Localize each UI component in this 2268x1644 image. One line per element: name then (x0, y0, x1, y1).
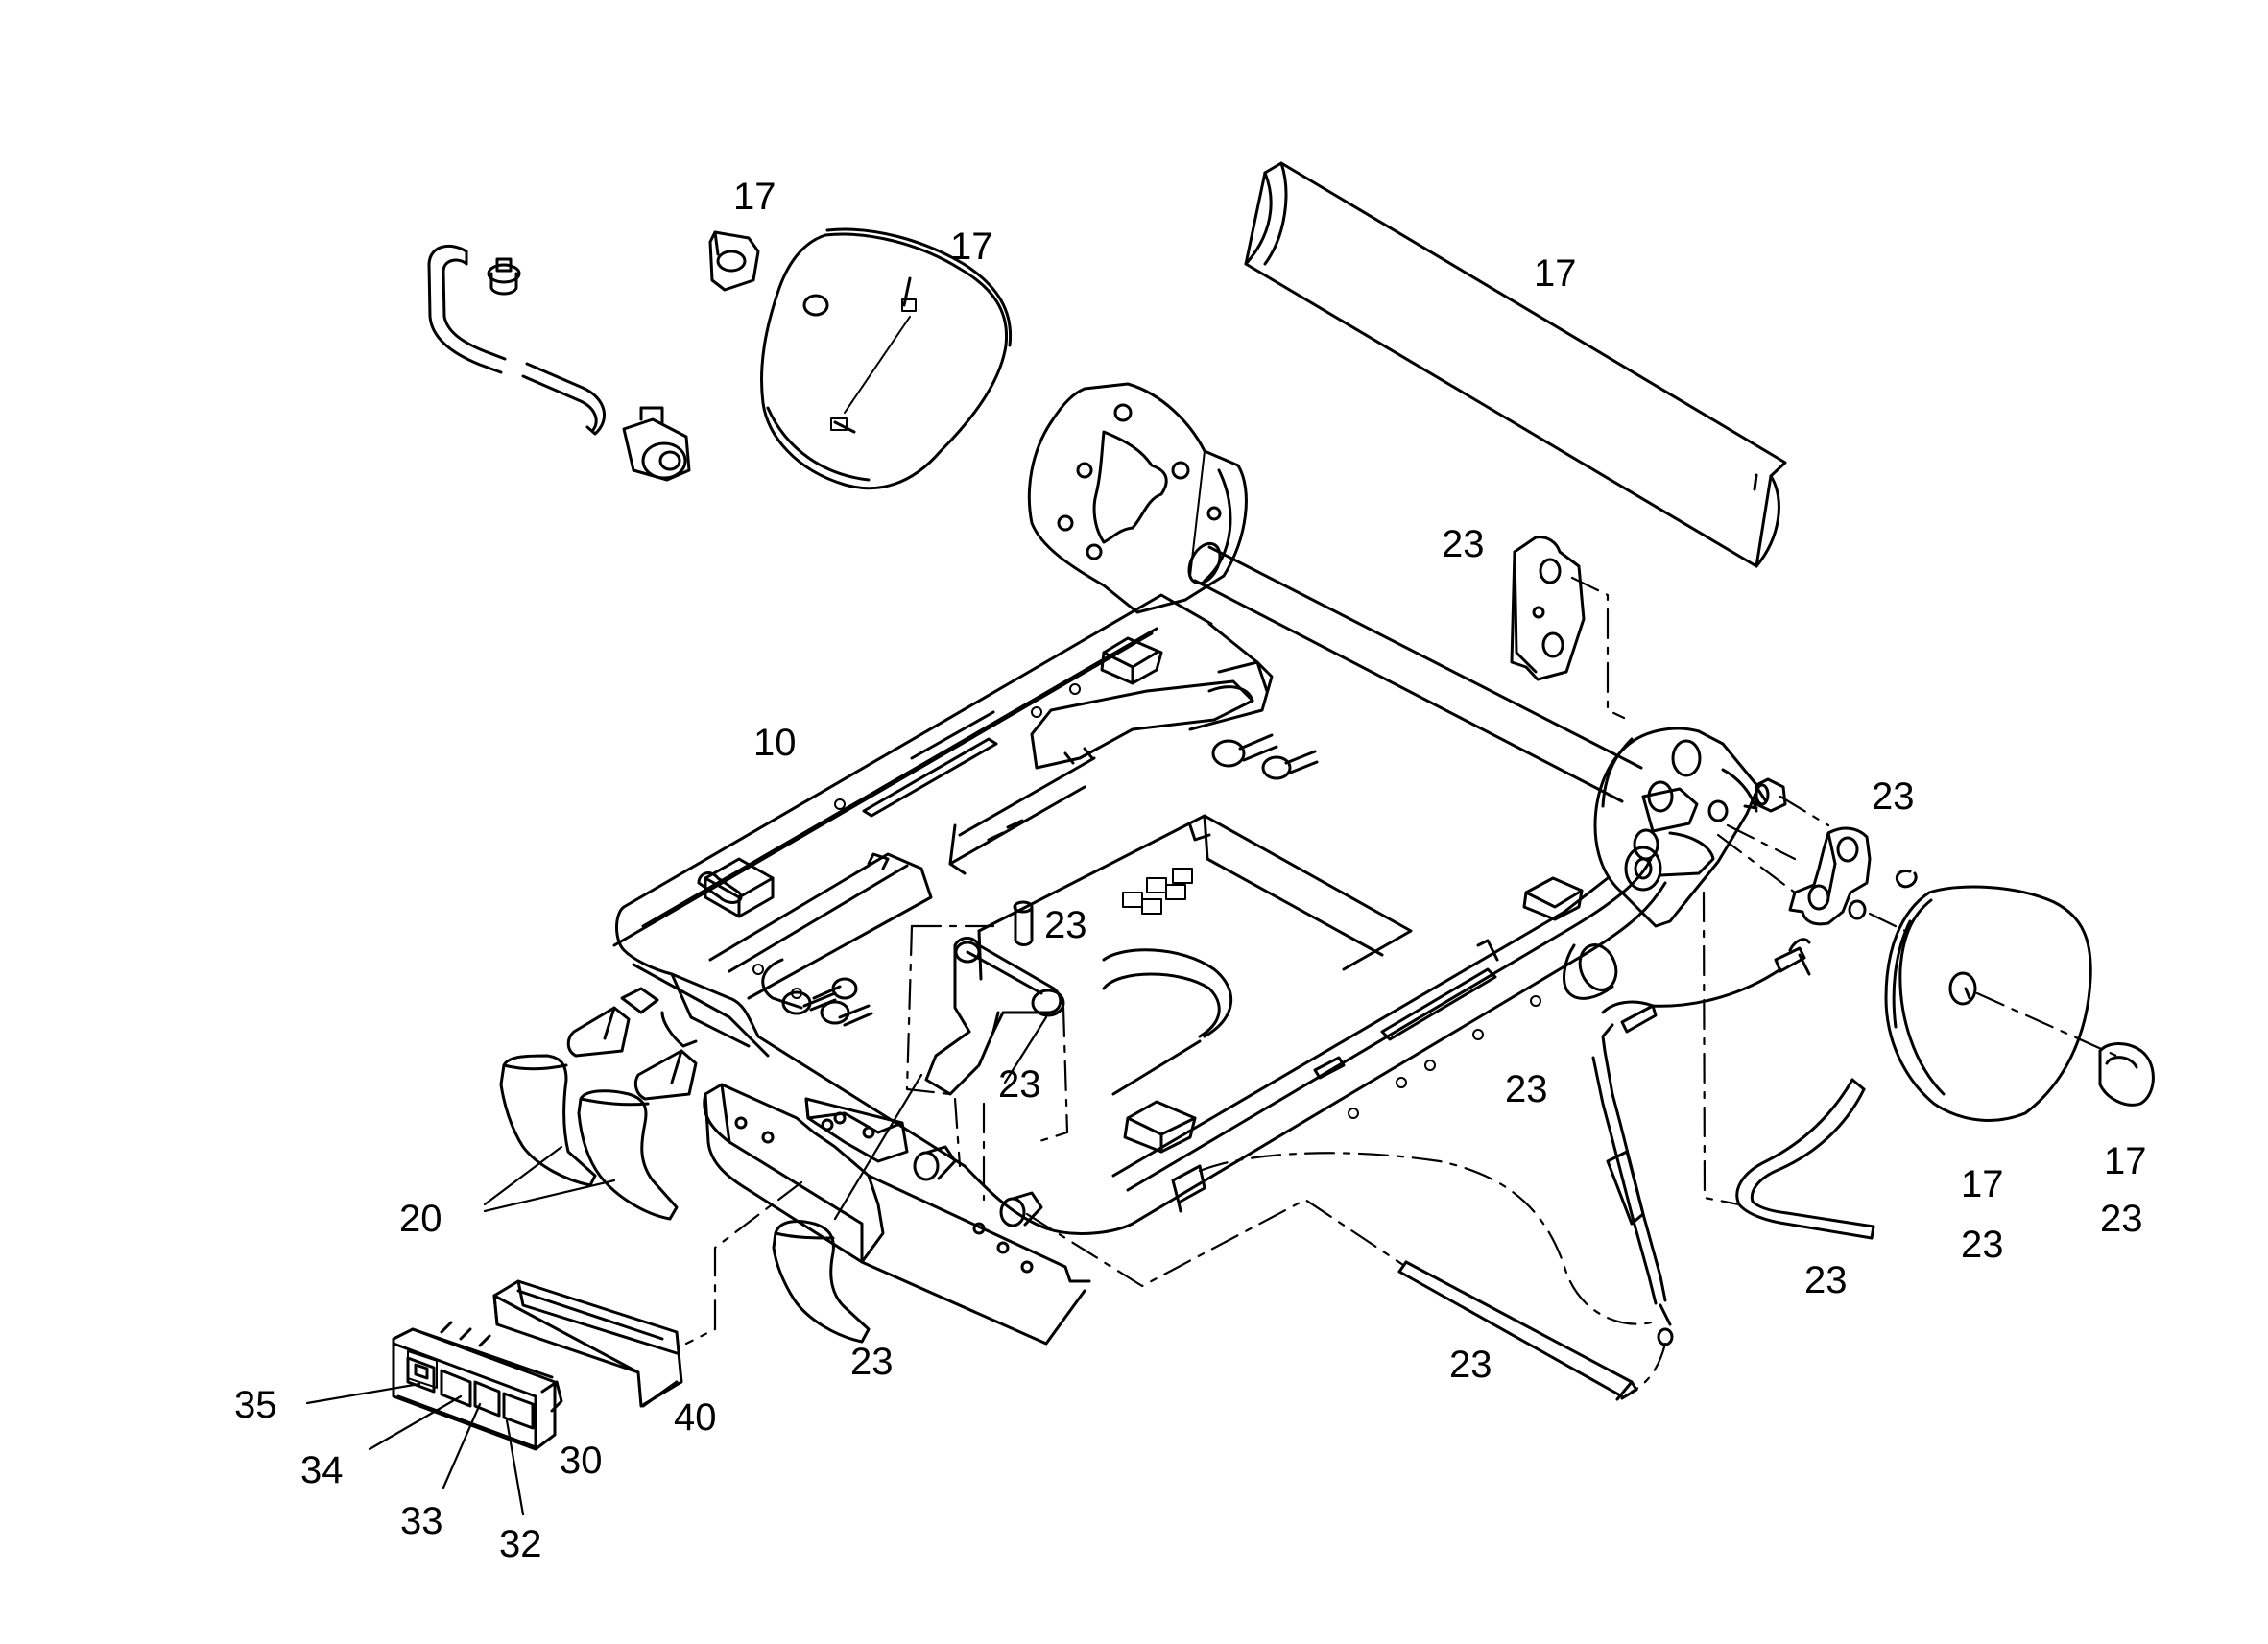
callout-32: 32 (499, 1523, 542, 1565)
screw-left-frame (781, 977, 873, 1027)
front-foot-right (633, 1011, 698, 1101)
callout-23-front-pad: 23 (850, 1341, 894, 1383)
callout-labels: 17 17 17 10 23 23 23 23 23 23 17 23 17 2… (234, 176, 2147, 1565)
leader-lines (305, 1015, 1048, 1516)
callout-17-side-cover: 17 (1961, 1163, 2004, 1205)
lower-rod (1397, 1260, 1638, 1401)
clip-small (1895, 869, 1918, 889)
callout-17-bushing: 17 (733, 176, 776, 218)
release-lever (1788, 826, 1872, 926)
screw-right-frame (1211, 733, 1319, 780)
cross-tube (1187, 541, 1643, 803)
callout-23-pin: 23 (1044, 904, 1087, 946)
side-cover-top (760, 227, 1013, 490)
end-cap (2098, 1042, 2155, 1107)
callout-17-cover-top: 17 (950, 226, 993, 268)
callout-23-side-cover: 23 (1961, 1224, 2004, 1266)
rear-bent-rod (1735, 1078, 1875, 1240)
seat-frame (612, 593, 1667, 1235)
callout-23-center-bracket: 23 (998, 1063, 1041, 1106)
callout-17-end-cap: 17 (2104, 1140, 2147, 1182)
callout-35: 35 (234, 1384, 277, 1426)
release-cable (1591, 938, 1811, 1346)
pad-left-a (499, 1054, 597, 1187)
stud-front-left (913, 1145, 957, 1181)
callout-23-lever: 23 (1872, 775, 1915, 818)
center-bracket (924, 937, 1065, 1096)
switch-housing (492, 1279, 683, 1408)
lower-rail-bar (860, 1174, 1091, 1346)
callout-20-pads: 20 (399, 1198, 442, 1240)
pin-right (1755, 777, 1787, 813)
callout-10-frame: 10 (753, 722, 797, 764)
callout-23-bracket: 23 (1442, 523, 1485, 565)
callout-40: 40 (674, 1396, 717, 1439)
callout-33: 33 (400, 1500, 443, 1542)
center-pin (1013, 900, 1034, 946)
recliner-bracket-small (1510, 536, 1586, 681)
callout-23-end-cap: 23 (2100, 1198, 2143, 1240)
side-cover-right (1884, 885, 2118, 1122)
callout-17-rear-panel: 17 (1534, 252, 1577, 295)
callout-23-cable: 23 (1505, 1068, 1548, 1110)
stud-front-right (999, 1191, 1043, 1227)
recliner-plate-right (1593, 727, 1768, 928)
rail-clip (1171, 1164, 1206, 1213)
front-link-bracket (703, 1083, 909, 1264)
callout-30: 30 (560, 1440, 603, 1482)
headrest-guide-bar (427, 244, 606, 436)
front-foot-left (566, 987, 659, 1058)
plug-connector (622, 406, 691, 482)
callout-23-lower-rod: 23 (1449, 1344, 1492, 1386)
pad-front-center (772, 1220, 871, 1344)
bushing (708, 230, 760, 292)
pad-left-b (577, 1089, 679, 1221)
callout-23-rear-rod: 23 (1804, 1259, 1848, 1301)
rear-trim-panel (1244, 161, 1787, 568)
switch-block (392, 1321, 563, 1451)
callout-34: 34 (300, 1449, 344, 1491)
recliner-plate-left (1027, 382, 1248, 614)
bolt-small (487, 257, 521, 296)
